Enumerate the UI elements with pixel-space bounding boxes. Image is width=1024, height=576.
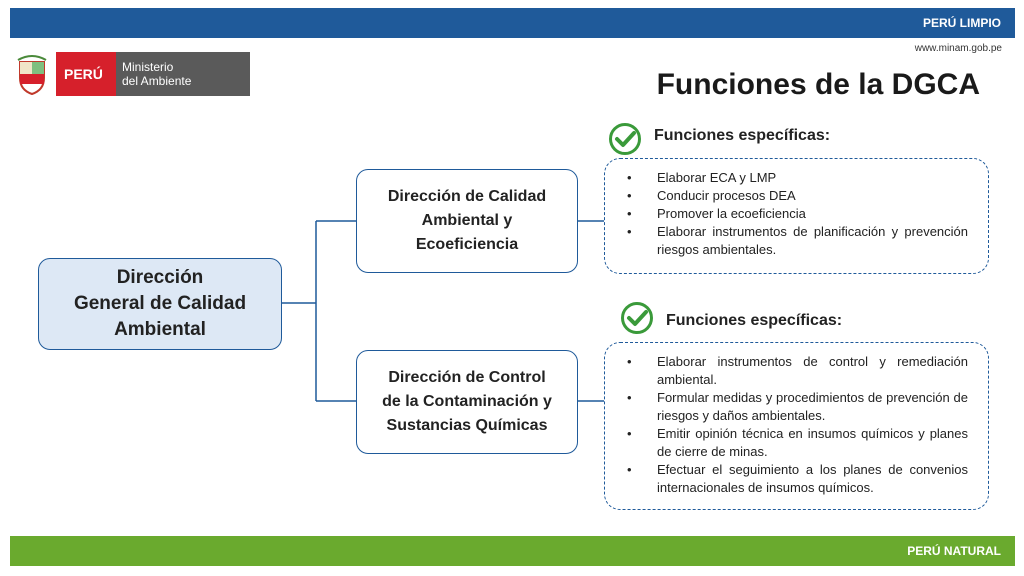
branch-node-quality: Dirección de Calidad Ambiental y Ecoefic… — [356, 169, 578, 273]
ministry-logo: PERÚ Ministerio del Ambiente — [14, 50, 250, 98]
ministry-brand: Ministerio del Ambiente — [116, 52, 250, 96]
page-title: Funciones de la DGCA — [656, 68, 980, 101]
branch-node-label: Dirección de Control de la Contaminación… — [382, 369, 552, 434]
ministry-line-1: Ministerio — [122, 60, 174, 74]
branch-node-label: Dirección de Calidad Ambiental y Ecoefic… — [387, 188, 547, 253]
top-band-label: PERÚ LIMPIO — [922, 16, 1001, 30]
list-item: Elaborar instrumentos de control y remed… — [627, 353, 968, 389]
bottom-band-label: PERÚ NATURAL — [907, 544, 1001, 558]
checkmark-icon — [621, 302, 653, 334]
list-item: Promover la ecoeficiencia — [627, 205, 968, 223]
list-item: Formular medidas y procedimientos de pre… — [627, 389, 968, 425]
bottom-band: PERÚ NATURAL — [10, 536, 1015, 566]
website-url: www.minam.gob.pe — [914, 43, 1002, 54]
list-item: Elaborar ECA y LMP — [627, 169, 968, 187]
branch-node-control: Dirección de Control de la Contaminación… — [356, 350, 578, 454]
coat-of-arms-icon — [17, 55, 47, 96]
functions-title-1: Funciones específicas: — [654, 127, 831, 144]
peru-brand: PERÚ — [56, 52, 116, 96]
functions-list-1: Elaborar ECA y LMP Conducir procesos DEA… — [604, 158, 989, 274]
list-item: Efectuar el seguimiento a los planes de … — [627, 461, 968, 497]
root-node-label: Dirección General de Calidad Ambiental — [73, 267, 247, 340]
root-node: Dirección General de Calidad Ambiental — [38, 258, 282, 350]
peru-brand-text: PERÚ — [64, 66, 103, 82]
ministry-line-2: del Ambiente — [122, 74, 192, 88]
functions-list-2: Elaborar instrumentos de control y remed… — [604, 342, 989, 510]
functions-title-2: Funciones específicas: — [666, 312, 843, 329]
list-item: Emitir opinión técnica en insumos químic… — [627, 425, 968, 461]
list-item: Conducir procesos DEA — [627, 187, 968, 205]
list-item: Elaborar instrumentos de planificación y… — [627, 223, 968, 259]
top-band: PERÚ LIMPIO — [10, 8, 1015, 38]
checkmark-icon — [609, 123, 641, 155]
